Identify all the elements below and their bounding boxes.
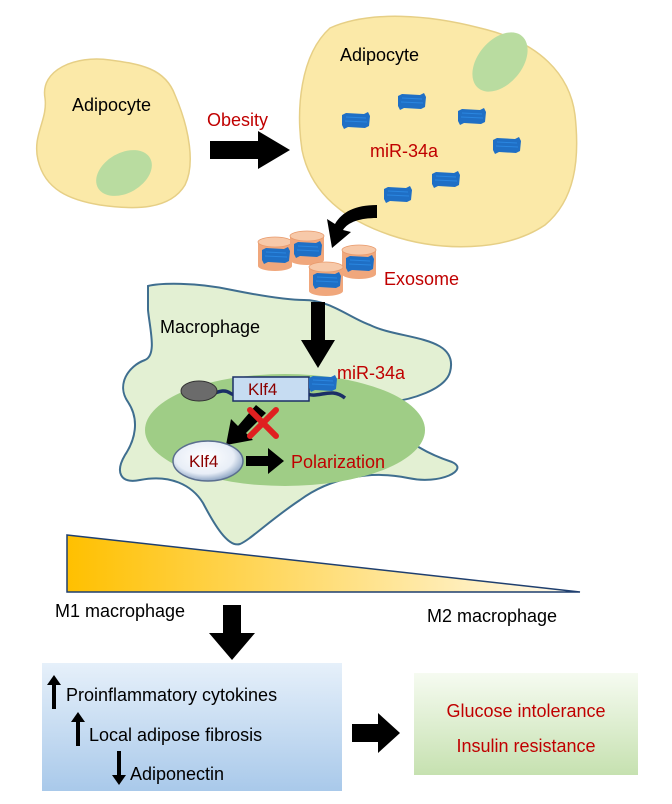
macrophage-label: Macrophage bbox=[160, 317, 260, 337]
m1-effects-arrow bbox=[209, 605, 255, 660]
outcome-glucose-intolerance: Glucose intolerance bbox=[446, 701, 605, 721]
mir34a-macrophage-label: miR-34a bbox=[337, 363, 406, 383]
secretion-arrow bbox=[327, 205, 377, 248]
m1-macrophage-label: M1 macrophage bbox=[55, 601, 185, 621]
effect-proinflammatory: Proinflammatory cytokines bbox=[66, 685, 277, 705]
mirna-strand bbox=[457, 107, 487, 126]
m2-macrophage-label: M2 macrophage bbox=[427, 606, 557, 626]
obesity-arrow: Obesity bbox=[207, 110, 290, 169]
klf4-gene-label: Klf4 bbox=[248, 380, 277, 399]
mirna-strand bbox=[345, 254, 375, 273]
polarization-label: Polarization bbox=[291, 452, 385, 472]
adipocyte-right-cell: Adipocyte miR-34a bbox=[298, 15, 578, 248]
effect-adiponectin: Adiponectin bbox=[130, 764, 224, 784]
mirna-strand bbox=[312, 271, 342, 290]
mirna-strand bbox=[341, 111, 371, 130]
adipocyte-left-cell: Adipocyte bbox=[36, 58, 191, 209]
up-arrow-icon bbox=[47, 675, 61, 709]
effects-box: Proinflammatory cytokines Local adipose … bbox=[42, 663, 342, 791]
mir34a-adipocyte-label: miR-34a bbox=[370, 141, 439, 161]
mirna-strand bbox=[261, 246, 291, 265]
mirna-strand bbox=[431, 170, 461, 189]
mirna-strand bbox=[293, 240, 323, 259]
macrophage-cell: Macrophage Klf4 miR-34a Klf4 Polarizatio… bbox=[119, 282, 459, 546]
outcome-arrow bbox=[352, 713, 400, 753]
outcome-insulin-resistance: Insulin resistance bbox=[456, 736, 595, 756]
exosome-label: Exosome bbox=[384, 269, 459, 289]
exosome-cluster: Exosome bbox=[257, 230, 459, 297]
ribosome bbox=[180, 380, 218, 402]
mirna-strand bbox=[397, 92, 427, 111]
block-cross-icon bbox=[247, 407, 279, 439]
down-arrow-icon bbox=[112, 751, 126, 785]
klf4-gene-box bbox=[232, 376, 310, 402]
adipocyte-right-label: Adipocyte bbox=[340, 45, 419, 65]
effect-fibrosis: Local adipose fibrosis bbox=[89, 725, 262, 745]
klf4-protein-label: Klf4 bbox=[189, 452, 218, 471]
obesity-label: Obesity bbox=[207, 110, 268, 130]
uptake-arrow bbox=[301, 302, 335, 368]
klf4-protein bbox=[172, 440, 244, 482]
up-arrow-icon bbox=[71, 712, 85, 746]
mirna-strand bbox=[308, 374, 338, 393]
mirna-strand bbox=[383, 185, 413, 204]
polarization-arrow bbox=[246, 448, 284, 474]
mirna-strand bbox=[492, 136, 522, 155]
outcomes-box: Glucose intolerance Insulin resistance bbox=[414, 673, 638, 775]
adipocyte-left-label: Adipocyte bbox=[72, 95, 151, 115]
m1-m2-gradient: M1 macrophage M2 macrophage bbox=[55, 534, 581, 626]
